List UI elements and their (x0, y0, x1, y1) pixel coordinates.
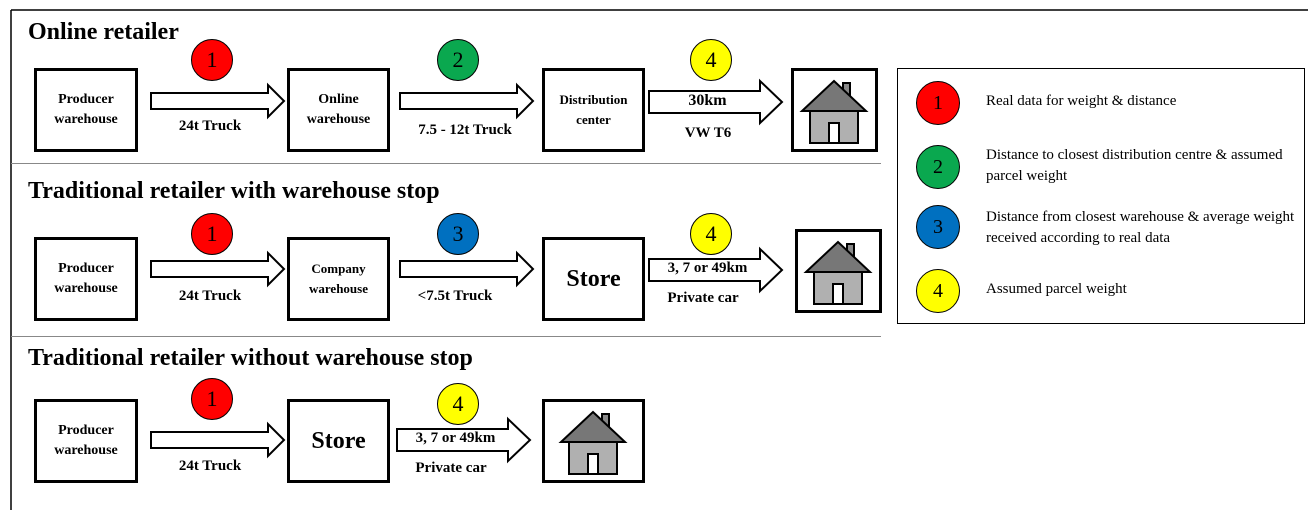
box-label: Producer warehouse (54, 92, 118, 127)
arrow-24t-truck (150, 82, 286, 120)
legend-text-1: Real data for weight & distance (986, 93, 1177, 109)
box-label: Store (566, 266, 621, 292)
legend-badge-2: 2 (916, 145, 960, 189)
row-title-without-warehouse-stop: Traditional retailer without warehouse s… (28, 345, 473, 371)
store-box: Store (542, 237, 645, 321)
box-label: Producer warehouse (54, 423, 118, 458)
legend-badge-1: 1 (916, 81, 960, 125)
section-divider (11, 336, 881, 337)
arrow-private-car: 3, 7 or 49km (648, 246, 784, 294)
arrow-private-car: 3, 7 or 49km (396, 416, 532, 464)
legend-badge-3: 3 (916, 205, 960, 249)
distance-label: 3, 7 or 49km (667, 260, 748, 276)
step-badge-1: 1 (191, 378, 233, 420)
step-badge-1: 1 (191, 39, 233, 81)
online-warehouse-box: Online warehouse (287, 68, 390, 152)
section-divider (11, 163, 881, 164)
step-badge-4: 4 (690, 39, 732, 81)
legend-text-2: Distance to closest distribution centre … (986, 147, 1283, 184)
transport-label: VW T6 (684, 125, 732, 141)
house-icon (795, 229, 882, 313)
company-warehouse-box: Company warehouse (287, 237, 390, 321)
producer-warehouse-box: Producer warehouse (34, 68, 138, 152)
box-label: Online warehouse (306, 92, 371, 127)
legend-text-4: Assumed parcel weight (986, 281, 1127, 297)
house-icon (542, 399, 645, 483)
producer-warehouse-box: Producer warehouse (34, 399, 138, 483)
step-badge-2: 2 (437, 39, 479, 81)
row-title-online-retailer: Online retailer (28, 19, 179, 45)
transport-label: 7.5 - 12t Truck (418, 122, 512, 138)
distance-label: 30km (688, 92, 727, 109)
legend-badge-4: 4 (916, 269, 960, 313)
row-title-with-warehouse-stop: Traditional retailer with warehouse stop (28, 178, 440, 204)
step-badge-3: 3 (437, 213, 479, 255)
step-badge-1: 1 (191, 213, 233, 255)
box-label: Producer warehouse (54, 261, 118, 296)
transport-label: 24t Truck (178, 118, 242, 134)
producer-warehouse-box: Producer warehouse (34, 237, 138, 321)
box-label: Distribution center (559, 92, 628, 127)
box-label: Store (311, 428, 366, 454)
distribution-center-box: Distribution center (542, 68, 645, 152)
distance-label: 3, 7 or 49km (415, 430, 496, 446)
step-badge-4: 4 (690, 213, 732, 255)
legend-text-3: Distance from closest warehouse & averag… (986, 209, 1295, 246)
step-badge-4: 4 (437, 383, 479, 425)
arrow-24t-truck (150, 421, 286, 459)
house-icon (791, 68, 878, 152)
transport-label: Private car (667, 290, 739, 306)
store-box: Store (287, 399, 390, 483)
arrow-under-7-5t-truck (399, 250, 535, 288)
transport-label: Private car (415, 460, 487, 476)
transport-label: 24t Truck (178, 458, 242, 474)
arrow-7-5-12t-truck (399, 82, 535, 120)
transport-label: 24t Truck (178, 288, 242, 304)
box-label: Company warehouse (309, 261, 368, 296)
arrow-24t-truck (150, 250, 286, 288)
arrow-vw-t6: 30km (648, 78, 784, 126)
legend-box: 1 Real data for weight & distance 2 Dist… (897, 68, 1305, 324)
transport-label: <7.5t Truck (417, 288, 493, 304)
